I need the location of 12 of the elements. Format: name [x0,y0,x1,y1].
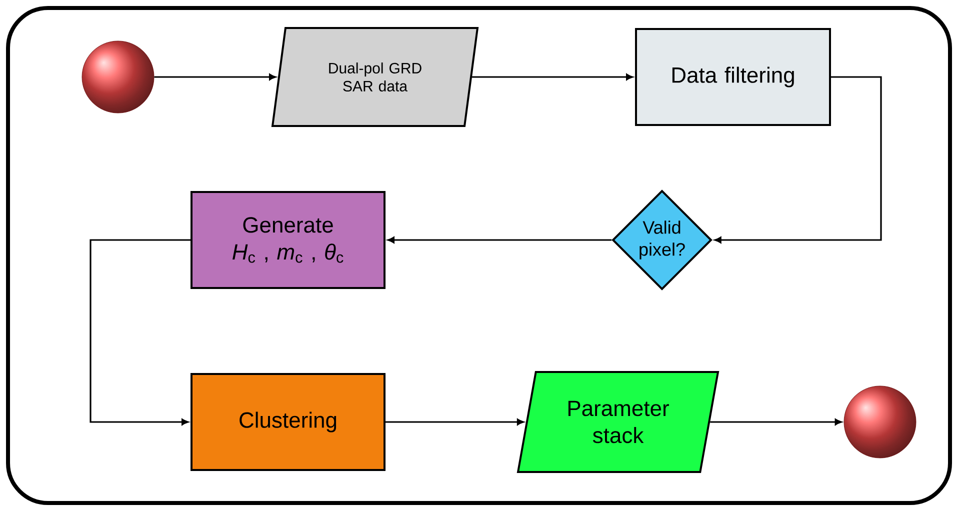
process-box: Data filtering [635,28,831,126]
process-box: Generate H$_{c}$ , m$_{c}$ , θ$_{c}$ [190,191,386,289]
arrow [386,418,524,426]
end-circle [844,386,916,458]
arrow [388,236,612,244]
process-box: Clustering [190,373,386,471]
arrow [154,74,276,80]
arrow [90,239,190,426]
arrow [710,418,842,426]
arrow [472,74,633,80]
arrow [714,76,882,244]
start-circle [82,40,154,114]
